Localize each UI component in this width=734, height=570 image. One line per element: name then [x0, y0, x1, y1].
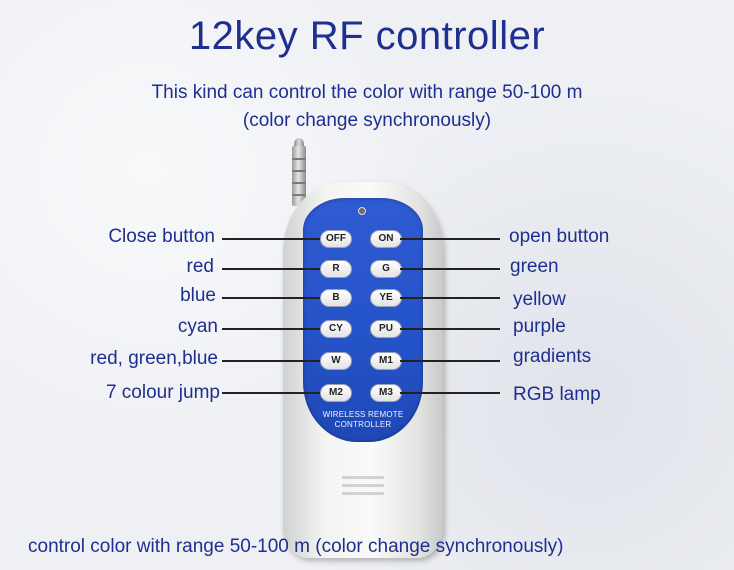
label-blue: blue: [180, 285, 216, 306]
label-close-button: Close button: [108, 226, 215, 247]
leader-line: [222, 297, 320, 299]
page-title: 12key RF controller: [188, 14, 546, 58]
label-purple: purple: [513, 316, 566, 337]
antenna-tip: [294, 138, 304, 150]
indicator-led: [358, 207, 366, 215]
grip-ridge: [342, 476, 384, 480]
label-yellow: yellow: [513, 289, 566, 310]
label-open-button: open button: [509, 226, 610, 247]
leader-line: [222, 360, 320, 362]
leader-line: [400, 360, 500, 362]
leader-line: [222, 392, 320, 394]
label-rgb-lamp: RGB lamp: [513, 384, 601, 405]
antenna: [292, 146, 306, 206]
key-cy[interactable]: CY: [320, 320, 352, 338]
key-off[interactable]: OFF: [320, 230, 352, 248]
footer-caption: control color with range 50-100 m (color…: [28, 536, 564, 557]
leader-line: [400, 238, 500, 240]
key-ye[interactable]: YE: [370, 289, 402, 307]
grip-ridge: [342, 492, 384, 496]
leader-line: [400, 392, 500, 394]
label-gradients: gradients: [513, 346, 592, 367]
subtitle-line-1: This kind can control the color with ran…: [151, 82, 583, 103]
key-w[interactable]: W: [320, 352, 352, 370]
subtitle-line-2: (color change synchronously): [242, 110, 492, 131]
leader-line: [222, 268, 320, 270]
key-r[interactable]: R: [320, 260, 352, 278]
key-pu[interactable]: PU: [370, 320, 402, 338]
label-green: green: [510, 256, 559, 277]
leader-line: [400, 268, 500, 270]
label-cyan: cyan: [177, 316, 218, 337]
brand-line-2: CONTROLLER: [334, 420, 392, 429]
key-b[interactable]: B: [320, 289, 352, 307]
leader-line: [400, 328, 500, 330]
leader-line: [222, 328, 320, 330]
grip-ridge: [342, 484, 384, 488]
key-on[interactable]: ON: [370, 230, 402, 248]
leader-line: [222, 238, 320, 240]
key-g[interactable]: G: [370, 260, 402, 278]
key-m1[interactable]: M1: [370, 352, 402, 370]
label-red: red: [186, 256, 214, 277]
label-rgb: red, green,blue: [90, 348, 218, 369]
key-m2[interactable]: M2: [320, 384, 352, 402]
label-7-colour-jump: 7 colour jump: [105, 382, 220, 403]
leader-line: [400, 297, 500, 299]
brand-line-1: WIRELESS REMOTE: [322, 410, 404, 419]
key-m3[interactable]: M3: [370, 384, 402, 402]
